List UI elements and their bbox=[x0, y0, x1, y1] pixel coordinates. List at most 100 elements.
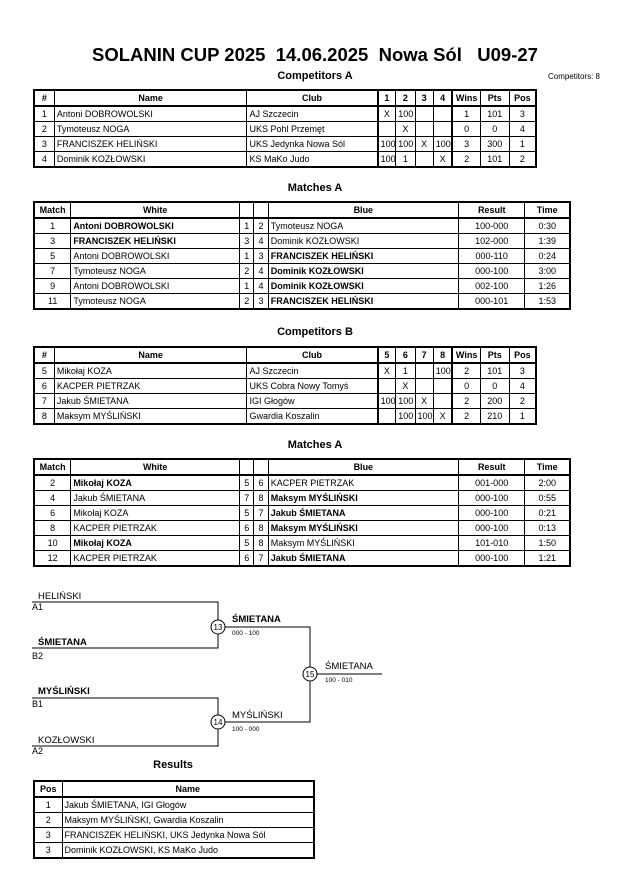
white-competitor: Tymoteusz NOGA bbox=[70, 293, 241, 310]
wins-cell: 0 bbox=[451, 378, 481, 394]
white-number: 1 bbox=[239, 248, 255, 264]
col-header: 3 bbox=[414, 89, 434, 107]
blue-number: 8 bbox=[253, 535, 269, 551]
col-header: # bbox=[33, 346, 55, 364]
points-cell: 210 bbox=[479, 408, 510, 425]
score-cell: X bbox=[414, 136, 434, 152]
match-result: 000-100 bbox=[457, 550, 526, 567]
competitor-number: 2 bbox=[33, 121, 55, 137]
points-cell: 200 bbox=[479, 393, 510, 409]
score-cell: 100 bbox=[395, 105, 416, 122]
score-cell bbox=[414, 105, 434, 122]
match-number: 12 bbox=[33, 550, 72, 567]
white-competitor: Mikołaj KOZA bbox=[70, 474, 241, 491]
competitors-b-title: Competitors B bbox=[277, 326, 353, 338]
col-header: Match bbox=[33, 458, 72, 476]
score-cell: X bbox=[376, 105, 397, 122]
competitor-name: Antoni DOBROWOLSKI bbox=[53, 105, 248, 122]
wins-cell: 2 bbox=[451, 362, 481, 379]
bracket-winner: ŚMIETANA bbox=[325, 660, 374, 672]
match-time: 1:53 bbox=[524, 293, 571, 310]
blue-competitor: Jakub ŚMIETANA bbox=[267, 505, 459, 521]
result-position: 3 bbox=[33, 842, 63, 859]
points-cell: 0 bbox=[479, 378, 510, 394]
bracket-seed: A2 bbox=[32, 746, 43, 756]
bracket-score: 000 - 100 bbox=[232, 630, 260, 637]
wins-cell: 3 bbox=[451, 136, 481, 152]
wins-cell: 2 bbox=[451, 393, 481, 409]
position-cell: 4 bbox=[508, 378, 537, 394]
white-number: 5 bbox=[239, 505, 255, 521]
white-competitor: Antoni DOBROWOLSKI bbox=[70, 248, 241, 264]
result-position: 1 bbox=[33, 796, 63, 813]
match-number: 3 bbox=[33, 233, 72, 249]
match-time: 1:26 bbox=[524, 278, 571, 294]
match-result: 000-110 bbox=[457, 248, 526, 264]
position-cell: 2 bbox=[508, 393, 537, 409]
match-number: 9 bbox=[33, 278, 72, 294]
col-header: 2 bbox=[395, 89, 416, 107]
match-result: 000-100 bbox=[457, 263, 526, 279]
competitor-name: FRANCISZEK HELIŃSKI bbox=[53, 136, 248, 152]
match-time: 2:00 bbox=[524, 474, 571, 491]
wins-cell: 0 bbox=[451, 121, 481, 137]
match-time: 1:39 bbox=[524, 233, 571, 249]
position-cell: 1 bbox=[508, 408, 537, 425]
score-cell: 100 bbox=[395, 136, 416, 152]
bracket-name: KOZŁOWSKI bbox=[38, 735, 94, 746]
blue-competitor: Maksym MYŚLIŃSKI bbox=[267, 520, 459, 536]
score-cell: X bbox=[395, 121, 416, 137]
match-number: 2 bbox=[33, 474, 72, 491]
result-name: Dominik KOZŁOWSKI, KS MaKo Judo bbox=[61, 842, 315, 859]
position-cell: 1 bbox=[508, 136, 537, 152]
white-competitor: Mikołaj KOZA bbox=[70, 535, 241, 551]
points-cell: 101 bbox=[479, 105, 510, 122]
competitor-name: Jakub ŚMIETANA bbox=[53, 393, 248, 409]
blue-number: 4 bbox=[253, 263, 269, 279]
competitor-club: UKS Jedynka Nowa Sól bbox=[246, 136, 379, 152]
white-competitor: KACPER PIETRZAK bbox=[70, 550, 241, 567]
col-header: Blue bbox=[267, 458, 459, 476]
white-competitor: Mikołaj KOZA bbox=[70, 505, 241, 521]
match-result: 102-000 bbox=[457, 233, 526, 249]
blue-competitor: Jakub ŚMIETANA bbox=[267, 550, 459, 567]
score-cell: 100 bbox=[376, 151, 397, 168]
match-time: 0:24 bbox=[524, 248, 571, 264]
score-cell: 100 bbox=[376, 393, 397, 409]
competitor-club: AJ Szczecin bbox=[246, 105, 379, 122]
bracket-seed: B1 bbox=[32, 699, 43, 709]
bracket-name: ŚMIETANA bbox=[38, 636, 87, 648]
bracket-score: 100 - 000 bbox=[232, 726, 260, 733]
competitor-name: Tymoteusz NOGA bbox=[53, 121, 248, 137]
col-header: Name bbox=[61, 780, 315, 798]
match-number: 4 bbox=[33, 490, 72, 506]
score-cell bbox=[376, 408, 397, 425]
score-cell: 100 bbox=[376, 136, 397, 152]
competitor-number: 7 bbox=[33, 393, 55, 409]
bracket-name: MYŚLIŃSKI bbox=[38, 685, 90, 697]
match-result: 000-100 bbox=[457, 505, 526, 521]
score-cell: 1 bbox=[395, 362, 416, 379]
blue-competitor: FRANCISZEK HELIŃSKI bbox=[267, 248, 459, 264]
position-cell: 2 bbox=[508, 151, 537, 168]
white-number: 2 bbox=[239, 293, 255, 310]
white-competitor: Jakub ŚMIETANA bbox=[70, 490, 241, 506]
match-time: 1:21 bbox=[524, 550, 571, 567]
competitor-name: Maksym MYŚLIŃSKI bbox=[53, 408, 248, 425]
matches-a-title: Matches A bbox=[287, 182, 343, 194]
points-cell: 101 bbox=[479, 362, 510, 379]
